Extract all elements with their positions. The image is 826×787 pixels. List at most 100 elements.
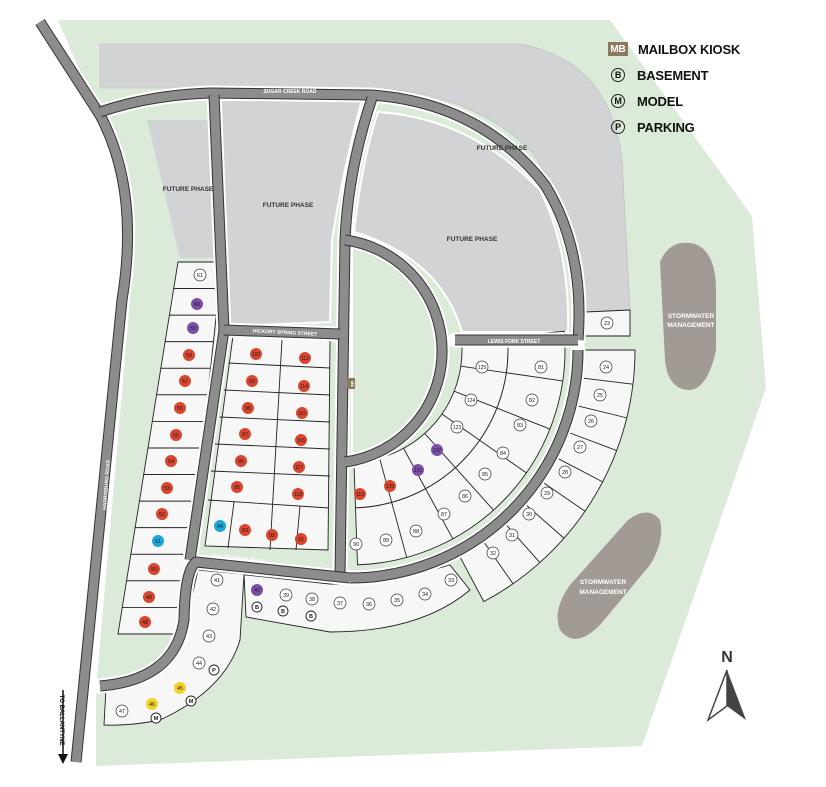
lot-37[interactable]: 37 (333, 596, 347, 610)
lot-116[interactable]: 116 (295, 434, 307, 446)
lot-number: 90 (353, 542, 359, 548)
lot-number: 121 (414, 468, 423, 474)
lot-100[interactable]: 100 (250, 348, 262, 360)
lot-81[interactable]: 81 (534, 360, 548, 374)
lot-number: 50 (151, 567, 157, 573)
lot-122[interactable]: 122 (431, 444, 443, 456)
lot-30[interactable]: 30 (522, 507, 536, 521)
lot-32[interactable]: 32 (486, 546, 500, 560)
lot-number: 81 (538, 365, 544, 371)
street-label-sugar-creek-road: SUGAR CREEK ROAD (263, 89, 316, 95)
lot-41[interactable]: 41 (210, 573, 224, 587)
lot-124[interactable]: 124 (464, 393, 478, 407)
lot-35[interactable]: 35 (390, 593, 404, 607)
lot-117[interactable]: 117 (293, 461, 305, 473)
lot-26[interactable]: 26 (584, 414, 598, 428)
lot-53[interactable]: 53 (161, 482, 173, 494)
lot-119[interactable]: 119 (354, 488, 366, 500)
lot-60[interactable]: 60 (191, 298, 203, 310)
lot-49[interactable]: 49 (143, 591, 155, 603)
lot-44[interactable]: 44P (192, 656, 220, 676)
lot-118[interactable]: 118 (292, 488, 304, 500)
lot-59[interactable]: 59 (187, 322, 199, 334)
lot-ring-middle (355, 330, 566, 566)
lot-93[interactable]: 93 (239, 524, 251, 536)
lot-feature-label: B (309, 614, 313, 620)
lot-85[interactable]: 85 (478, 467, 492, 481)
lot-number: 52 (159, 512, 165, 518)
lot-94[interactable]: 94 (214, 520, 226, 532)
lot-40[interactable]: 40B (251, 584, 263, 613)
lot-33[interactable]: 33 (444, 573, 458, 587)
lot-27[interactable]: 27 (573, 440, 587, 454)
lot-34[interactable]: 34 (418, 587, 432, 601)
lot-24[interactable]: 24 (599, 360, 613, 374)
lot-98[interactable]: 98 (242, 402, 254, 414)
lot-51[interactable]: 51 (152, 535, 164, 547)
lot-52[interactable]: 52 (156, 508, 168, 520)
lot-status-marker (437, 507, 451, 521)
lot-number: 36 (366, 602, 372, 608)
lot-number: 28 (562, 470, 568, 476)
lot-86[interactable]: 86 (458, 489, 472, 503)
lot-number: 85 (482, 472, 488, 478)
lot-95[interactable]: 95 (231, 481, 243, 493)
lot-number: 86 (462, 494, 468, 500)
lot-120[interactable]: 120 (384, 480, 396, 492)
lot-123[interactable]: 123 (450, 420, 464, 434)
lot-56[interactable]: 56 (174, 402, 186, 414)
lot-82[interactable]: 82 (525, 393, 539, 407)
lot-58[interactable]: 58 (183, 349, 195, 361)
lot-36[interactable]: 36 (362, 597, 376, 611)
lot-39[interactable]: 39B (277, 588, 293, 617)
lot-113[interactable]: 113 (299, 352, 311, 364)
lot-61[interactable]: 61 (193, 268, 207, 282)
lot-115[interactable]: 115 (296, 407, 308, 419)
lot-125[interactable]: 125 (475, 360, 489, 374)
legend: MB MAILBOX KIOSK B BASEMENT M MODEL P PA… (608, 36, 740, 140)
lot-91[interactable]: 91 (295, 533, 307, 545)
lot-43[interactable]: 43 (202, 629, 216, 643)
lot-48[interactable]: 48 (139, 616, 151, 628)
lot-38[interactable]: 38B (305, 592, 319, 622)
lot-47[interactable]: 47 (115, 704, 129, 718)
lot-status-marker (250, 348, 262, 360)
lot-89[interactable]: 89 (379, 533, 393, 547)
lot-87[interactable]: 87 (437, 507, 451, 521)
lot-88[interactable]: 88 (409, 524, 423, 538)
lot-83[interactable]: 83 (513, 418, 527, 432)
lot-25[interactable]: 25 (593, 388, 607, 402)
lot-number: 98 (245, 406, 251, 412)
lot-status-marker (161, 482, 173, 494)
lot-54[interactable]: 54 (165, 455, 177, 467)
lot-23[interactable]: 23 (600, 316, 614, 330)
lot-status-marker (540, 486, 554, 500)
lot-number: 43 (206, 634, 212, 640)
lot-92[interactable]: 92 (266, 529, 278, 541)
lot-number: 42 (210, 607, 216, 613)
lot-90[interactable]: 90 (349, 537, 363, 551)
compass-icon (727, 670, 746, 720)
lot-96[interactable]: 96 (235, 455, 247, 467)
lot-50[interactable]: 50 (148, 563, 160, 575)
lot-29[interactable]: 29 (540, 486, 554, 500)
lot-42[interactable]: 42 (206, 602, 220, 616)
lot-97[interactable]: 97 (239, 428, 251, 440)
lot-84[interactable]: 84 (496, 446, 510, 460)
lot-number: 37 (337, 601, 343, 607)
lot-number: 91 (298, 537, 304, 543)
lot-status-marker (214, 520, 226, 532)
lot-46[interactable]: 46M (146, 698, 162, 724)
lot-45[interactable]: 45M (174, 682, 197, 707)
lot-99[interactable]: 99 (246, 375, 258, 387)
lot-31[interactable]: 31 (505, 528, 519, 542)
lot-57[interactable]: 57 (179, 375, 191, 387)
lot-status-marker (170, 429, 182, 441)
lot-28[interactable]: 28 (558, 465, 572, 479)
lot-status-marker (235, 455, 247, 467)
lot-status-marker (165, 455, 177, 467)
lot-114[interactable]: 114 (298, 380, 310, 392)
lot-55[interactable]: 55 (170, 429, 182, 441)
lot-number: 119 (356, 492, 364, 498)
lot-121[interactable]: 121 (412, 464, 424, 476)
